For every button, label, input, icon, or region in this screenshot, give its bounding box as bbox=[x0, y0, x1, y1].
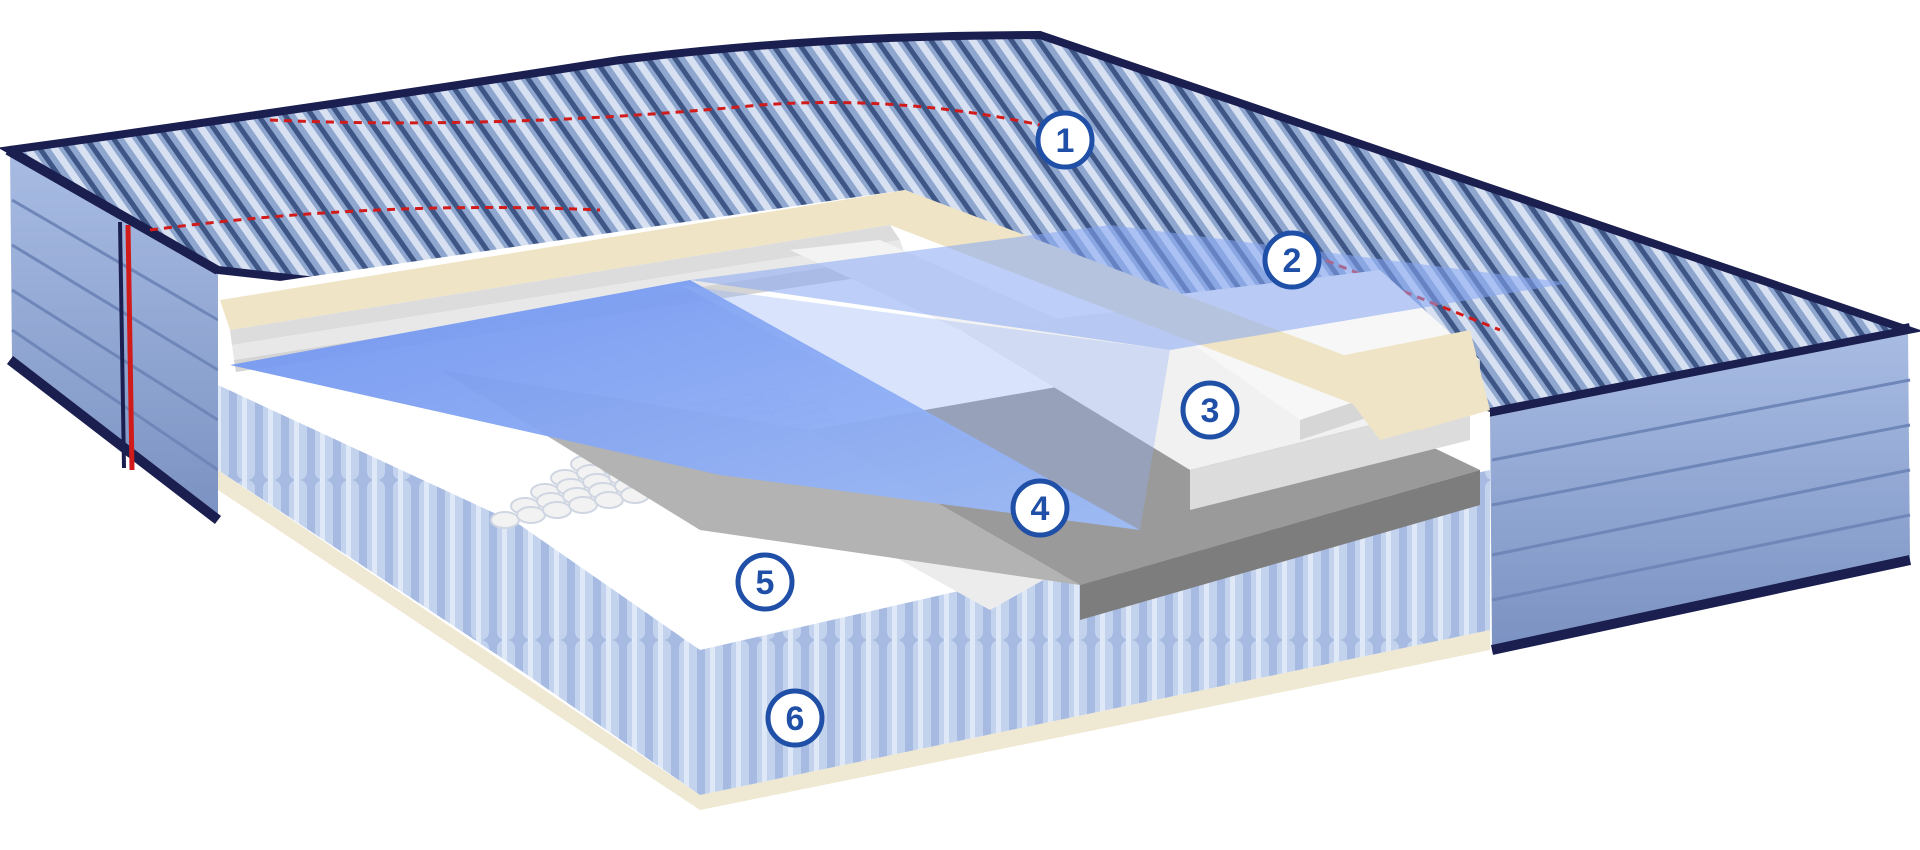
callout-number: 6 bbox=[786, 700, 805, 738]
callout-circle bbox=[1262, 230, 1322, 290]
callout-number: 3 bbox=[1201, 392, 1220, 430]
callout-markers: 1 2 3 4 5 6 bbox=[735, 110, 1322, 748]
callout-6: 6 bbox=[765, 688, 825, 748]
callout-circle bbox=[1010, 478, 1070, 538]
callout-number: 1 bbox=[1056, 122, 1075, 160]
gel-memory-foam-sheet bbox=[230, 225, 1570, 530]
callout-1: 1 bbox=[1035, 110, 1095, 170]
callout-2: 2 bbox=[1262, 230, 1322, 290]
coil-top bbox=[516, 506, 546, 524]
callout-5: 5 bbox=[735, 552, 795, 612]
coil-top bbox=[542, 501, 572, 519]
callout-number: 5 bbox=[756, 564, 775, 602]
coil-top bbox=[594, 491, 624, 509]
callout-number: 4 bbox=[1031, 490, 1050, 528]
callout-circle bbox=[1180, 380, 1240, 440]
callout-4: 4 bbox=[1010, 478, 1070, 538]
coil-top bbox=[568, 496, 598, 514]
callout-circle bbox=[735, 552, 795, 612]
callout-number: 2 bbox=[1283, 242, 1302, 280]
callout-3: 3 bbox=[1180, 380, 1240, 440]
callout-circle bbox=[1035, 110, 1095, 170]
coil-top bbox=[490, 511, 520, 529]
callout-circle bbox=[765, 688, 825, 748]
